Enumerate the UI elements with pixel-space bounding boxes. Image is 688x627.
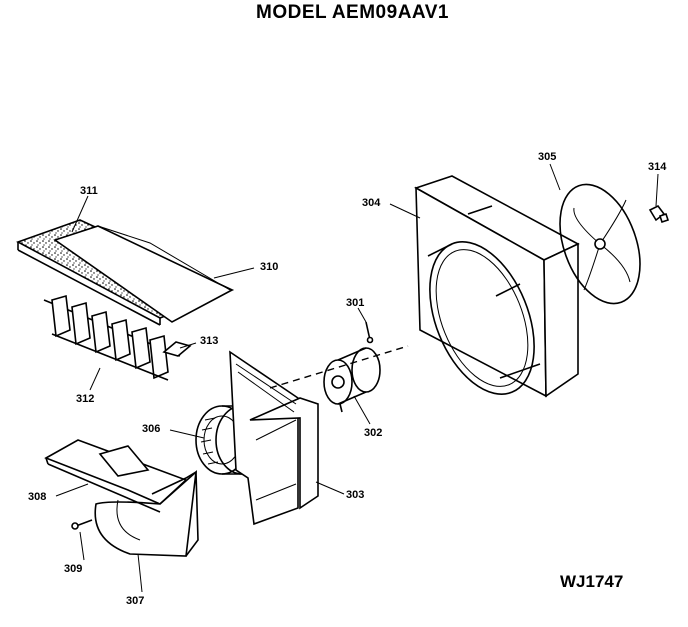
- label-309: 309: [64, 563, 82, 575]
- louver-assembly-312: [43, 294, 181, 381]
- label-308: 308: [28, 491, 46, 503]
- filter-assembly-311-310: [16, 219, 235, 326]
- label-312: 312: [76, 393, 94, 405]
- leader-lines: [55, 163, 659, 593]
- figure-code: WJ1747: [560, 572, 624, 591]
- label-301: 301: [346, 297, 364, 309]
- label-311: 311: [80, 185, 98, 197]
- shaft-axis-line: [269, 345, 409, 389]
- label-307: 307: [126, 595, 144, 607]
- partition-panel-303: [229, 350, 319, 526]
- scroll-housing-307-308: [44, 439, 199, 557]
- nut-314: [648, 204, 670, 224]
- fan-305: [559, 183, 641, 305]
- label-306: 306: [142, 423, 160, 435]
- label-303: 303: [346, 489, 364, 501]
- screw-301: [365, 321, 374, 344]
- motor-302: [323, 347, 381, 413]
- label-310: 310: [260, 261, 278, 273]
- model-title: MODEL AEM09AAV1: [256, 2, 449, 23]
- label-313: 313: [200, 335, 218, 347]
- knob-313: [162, 341, 192, 357]
- label-314: 314: [648, 161, 667, 173]
- screw-309: [71, 519, 93, 530]
- label-305: 305: [538, 151, 556, 163]
- shroud-304: [414, 175, 580, 398]
- label-302: 302: [364, 427, 382, 439]
- label-304: 304: [362, 197, 381, 209]
